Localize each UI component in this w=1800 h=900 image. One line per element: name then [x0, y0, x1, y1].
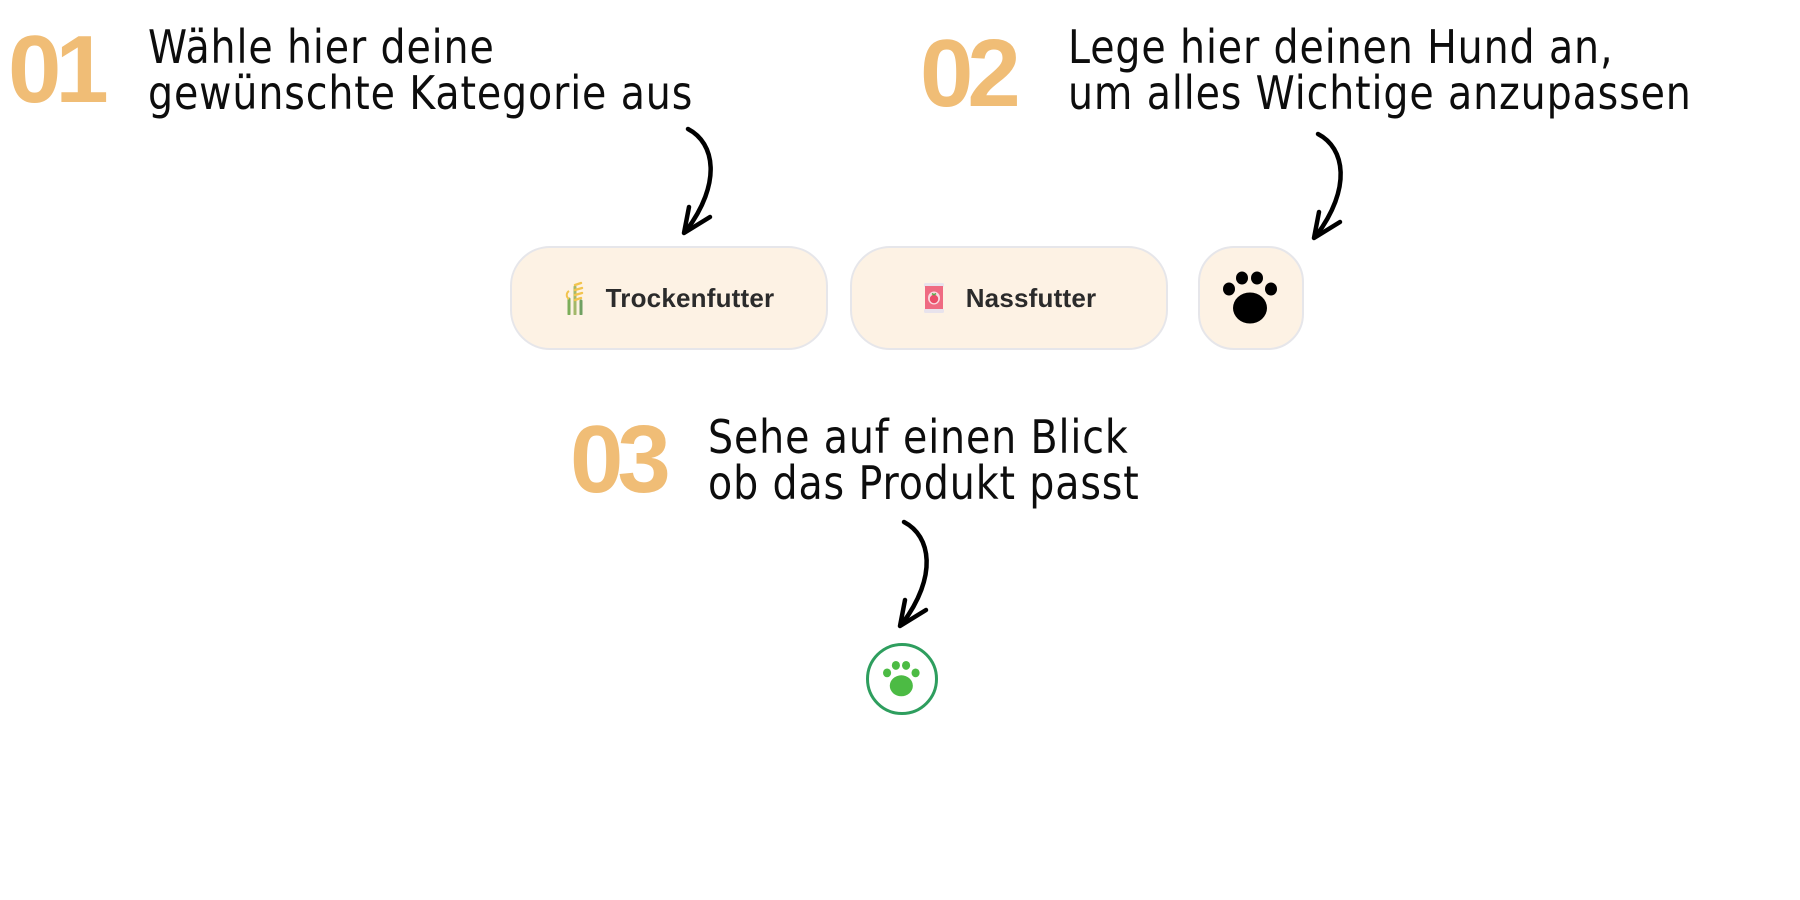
step-number-03: 03	[570, 406, 671, 513]
step-03-line-1: Sehe auf einen Blick	[708, 410, 1129, 464]
food-can-icon	[922, 282, 946, 314]
arrow-icon-step-02	[1311, 131, 1343, 241]
step-number-01: 01	[8, 16, 109, 123]
step-02-line-1: Lege hier deinen Hund an,	[1068, 20, 1614, 74]
paw-icon	[882, 660, 922, 698]
step-02-line-2: um alles Wichtige anzupassen	[1068, 66, 1692, 120]
arrow-icon-step-03	[897, 519, 929, 629]
category-label: Trockenfutter	[605, 282, 775, 313]
category-label: Nassfutter	[965, 282, 1097, 313]
step-01-line-1: Wähle hier deine	[148, 20, 495, 74]
product-fit-indicator	[866, 643, 938, 715]
dog-profile-button[interactable]	[1198, 246, 1304, 350]
step-02-instruction: Lege hier deinen Hund an, um alles Wicht…	[1068, 24, 1692, 116]
step-01-line-2: gewünschte Kategorie aus	[148, 66, 694, 120]
step-number-02: 02	[920, 20, 1021, 127]
category-button-trockenfutter[interactable]: Trockenfutter	[510, 246, 828, 350]
step-03-line-2: ob das Produkt passt	[708, 456, 1140, 510]
paw-icon	[1222, 270, 1280, 326]
category-button-nassfutter[interactable]: Nassfutter	[850, 246, 1168, 350]
wheat-icon	[564, 281, 586, 315]
step-03-instruction: Sehe auf einen Blick ob das Produkt pass…	[708, 414, 1140, 506]
arrow-icon-step-01	[681, 126, 713, 236]
step-01-instruction: Wähle hier deine gewünschte Kategorie au…	[148, 24, 693, 116]
